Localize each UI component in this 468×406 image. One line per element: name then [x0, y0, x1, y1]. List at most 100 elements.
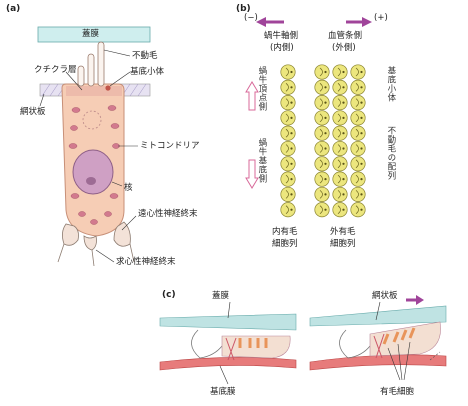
outer-cilia-bundle-2-3-basal-body — [360, 116, 363, 119]
apex-arrow — [245, 81, 259, 111]
outer-cilia-bundle-1-7-basal-body — [342, 178, 345, 181]
outer-cilia-bundle-0-2 — [314, 95, 330, 111]
inner-cilia-bundle-5-arc — [285, 144, 289, 153]
outer-cilia-bundle-0-1-basal-body — [324, 86, 327, 89]
outer-cilia-bundle-0-0 — [314, 64, 330, 80]
outer-cilia-bundle-0-4 — [314, 125, 330, 141]
outer-cilia-bundle-1-5 — [332, 140, 348, 157]
outer-cilia-bundle-1-9-basal-body — [342, 208, 345, 211]
outer-cilia-bundle-2-7 — [350, 171, 366, 187]
inner-cilia-bundle-9-basal-body — [290, 208, 293, 211]
outer-cilia-bundle-0-3 — [314, 110, 330, 126]
outer-cilia-bundle-0-4-arc — [319, 128, 323, 138]
outer-cilia-bundle-0-6-arc — [319, 159, 323, 169]
label-plus: (+) — [374, 13, 388, 23]
nucleolus — [86, 177, 96, 185]
outer-cilia-bundle-0-2-arc — [319, 98, 323, 107]
base-arrow — [245, 159, 259, 189]
label-afferent: 求心性神経終末 — [116, 257, 176, 267]
outer-cilia-bundle-2-3 — [350, 110, 366, 126]
outer-cilia-bundle-0-1 — [314, 79, 330, 95]
outer-cilia-bundle-2-9-arc — [355, 205, 359, 214]
panel-c-right — [309, 295, 447, 386]
inner-cilia-bundle-0-basal-body — [290, 70, 293, 74]
label-outer-2: 細胞列 — [330, 239, 356, 249]
outer-cilia-bundle-0-1-arc — [319, 83, 323, 92]
label-vascular-paren: (外側) — [332, 43, 356, 53]
outer-cilia-bundle-0-9 — [314, 202, 330, 218]
nerve-endings — [57, 221, 135, 267]
label-basal-body-b: 基底小体 — [385, 66, 396, 102]
outer-cilia-bundle-1-7 — [332, 171, 348, 187]
cuticular-plate — [66, 86, 122, 96]
inner-cilia-bundle-2 — [280, 95, 296, 111]
label-reticular-lamina: 網状板 — [20, 107, 46, 117]
outer-cilia-bundle-1-4 — [332, 125, 348, 141]
outer-cilia-bundle-0-0-arc — [319, 67, 323, 77]
label-c-basilar: 基底膜 — [210, 387, 236, 397]
outer-cilia-bundle-1-1-basal-body — [342, 86, 345, 89]
inner-cilia-bundle-4-basal-body — [290, 132, 293, 135]
outer-cilia-bundle-0-9-basal-body — [324, 208, 327, 211]
outer-cilia-bundle-1-2-basal-body — [342, 101, 345, 104]
label-cuticular-layer: クチクラ層 — [34, 65, 77, 75]
inner-cilia-bundle-0-arc — [285, 67, 289, 77]
outer-cilia-bundle-1-3 — [332, 110, 348, 126]
outer-cilia-bundle-0-2-basal-body — [324, 101, 327, 104]
outer-cilia-bundle-1-8-basal-body — [342, 193, 345, 196]
plus-arrow-head — [362, 17, 372, 27]
label-base-side: 蝸牛基底側 — [256, 138, 267, 183]
outer-cilia-bundle-2-2-basal-body — [360, 101, 363, 104]
panel-c-label: (c) — [162, 290, 176, 300]
outer-cilia-bundle-2-1-arc — [355, 83, 359, 92]
outer-cilia-bundle-2-9 — [350, 202, 366, 218]
outer-cilia-bundle-2-6-basal-body — [360, 162, 363, 165]
inner-cilia-bundle-9 — [280, 202, 296, 218]
nucleus — [72, 149, 114, 195]
outer-cilia-bundle-2-6-arc — [355, 159, 359, 169]
label-outer-1: 外有毛 — [330, 227, 356, 237]
outer-cilia-bundle-0-0-basal-body — [324, 70, 327, 74]
outer-hair-cell-columns — [314, 64, 366, 218]
label-apex-side: 蝸牛頂点側 — [256, 66, 267, 111]
outer-cilia-bundle-0-6 — [314, 156, 330, 172]
label-efferent: 遠心性神経終末 — [138, 209, 198, 219]
outer-cilia-bundle-2-4 — [350, 125, 366, 141]
outer-cilia-bundle-0-6-basal-body — [324, 162, 327, 165]
outer-cilia-bundle-2-1-basal-body — [360, 86, 363, 89]
inner-cilia-bundle-5-basal-body — [290, 147, 293, 150]
outer-cilia-bundle-0-9-arc — [319, 205, 323, 214]
outer-cilia-bundle-0-7-arc — [319, 174, 323, 184]
panel-a-leaders — [39, 49, 138, 263]
outer-cilia-bundle-0-5-basal-body — [324, 147, 327, 150]
outer-cilia-bundle-1-7-arc — [337, 174, 341, 184]
stereocilia — [77, 41, 105, 87]
inner-cilia-bundle-3-arc — [285, 113, 289, 123]
inner-cilia-bundle-7 — [280, 171, 296, 187]
outer-cilia-bundle-2-8-arc — [355, 190, 359, 199]
outer-cilia-bundle-1-9 — [332, 202, 348, 218]
outer-cilia-bundle-0-8-basal-body — [324, 193, 327, 196]
outer-cilia-bundle-1-3-arc — [337, 113, 341, 123]
outer-cilia-bundle-1-0 — [332, 64, 348, 80]
outer-cilia-bundle-2-3-arc — [355, 113, 359, 123]
inner-cilia-bundle-1 — [280, 79, 296, 95]
label-minus: (−) — [244, 13, 258, 23]
outer-cilia-bundle-2-7-basal-body — [360, 178, 363, 181]
inner-cilia-bundle-3-basal-body — [290, 116, 293, 119]
label-modiolar-side: 蝸牛軸側 — [264, 31, 299, 41]
outer-cilia-bundle-1-0-basal-body — [342, 70, 345, 74]
outer-cilia-bundle-2-0-basal-body — [360, 70, 363, 74]
outer-cilia-bundle-0-7 — [314, 171, 330, 187]
outer-cilia-bundle-1-8 — [332, 186, 348, 202]
outer-cilia-bundle-2-0-arc — [355, 67, 359, 77]
label-nucleus: 核 — [124, 183, 133, 193]
outer-cilia-bundle-1-6-basal-body — [342, 162, 345, 165]
left-hair-cells — [238, 338, 268, 348]
outer-cilia-bundle-1-4-basal-body — [342, 132, 345, 135]
label-stereocilia: 不動毛 — [132, 51, 158, 61]
outer-cilia-bundle-0-4-basal-body — [324, 132, 327, 135]
outer-cilia-bundle-1-2 — [332, 95, 348, 111]
outer-cilia-bundle-0-8-arc — [319, 190, 323, 199]
